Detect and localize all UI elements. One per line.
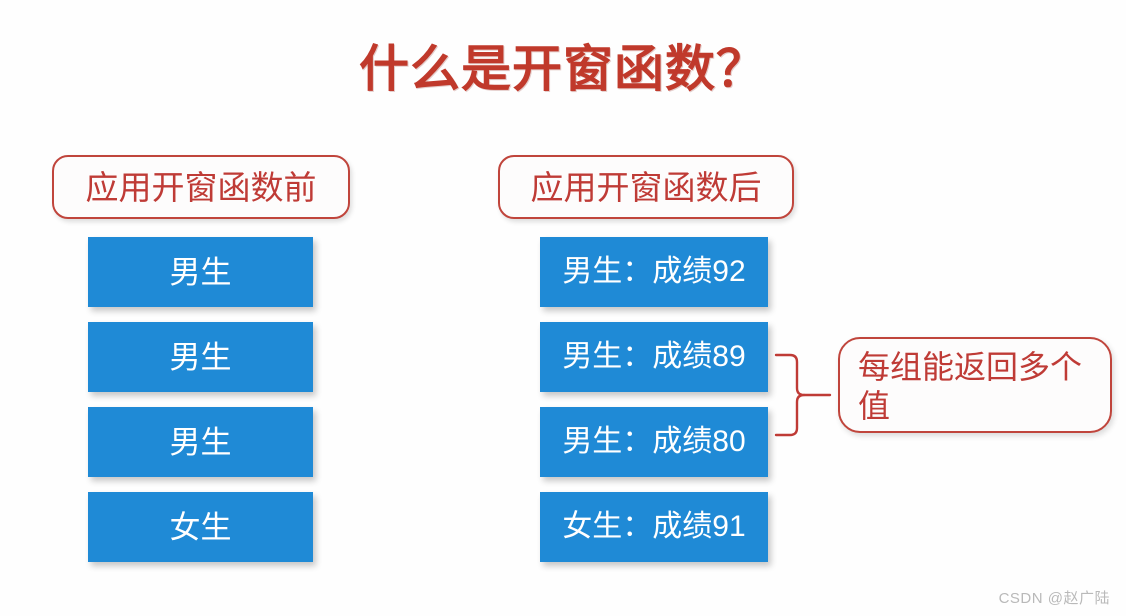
annotation-callout: 每组能返回多个值 xyxy=(838,337,1112,433)
list-item-label: 男生：成绩89 xyxy=(562,340,746,373)
list-item-label: 男生：成绩92 xyxy=(562,255,746,288)
right-column-list: 男生：成绩92 男生：成绩89 男生：成绩80 女生：成绩91 xyxy=(540,237,768,577)
list-item-label: 男生 xyxy=(169,339,232,375)
list-item-label: 男生 xyxy=(169,424,232,460)
csdn-watermark: CSDN @赵广陆 xyxy=(998,590,1110,607)
list-item-label: 女生 xyxy=(169,509,232,545)
list-item: 男生 xyxy=(88,237,313,307)
list-item: 女生：成绩91 xyxy=(540,492,768,562)
list-item-label: 男生 xyxy=(169,254,232,290)
right-column-header: 应用开窗函数后 xyxy=(498,155,794,219)
list-item-label: 男生：成绩80 xyxy=(562,425,746,458)
list-item: 男生：成绩89 xyxy=(540,322,768,392)
list-item: 男生：成绩92 xyxy=(540,237,768,307)
list-item: 男生：成绩80 xyxy=(540,407,768,477)
right-column-header-label: 应用开窗函数后 xyxy=(530,168,762,206)
left-column-header: 应用开窗函数前 xyxy=(52,155,350,219)
left-column-header-label: 应用开窗函数前 xyxy=(85,168,317,206)
curly-brace-icon xyxy=(774,353,832,437)
list-item: 男生 xyxy=(88,407,313,477)
left-column-list: 男生 男生 男生 女生 xyxy=(88,237,313,577)
list-item: 男生 xyxy=(88,322,313,392)
page-title: 什么是开窗函数？ xyxy=(359,41,767,97)
list-item-label: 女生：成绩91 xyxy=(562,510,746,543)
list-item: 女生 xyxy=(88,492,313,562)
